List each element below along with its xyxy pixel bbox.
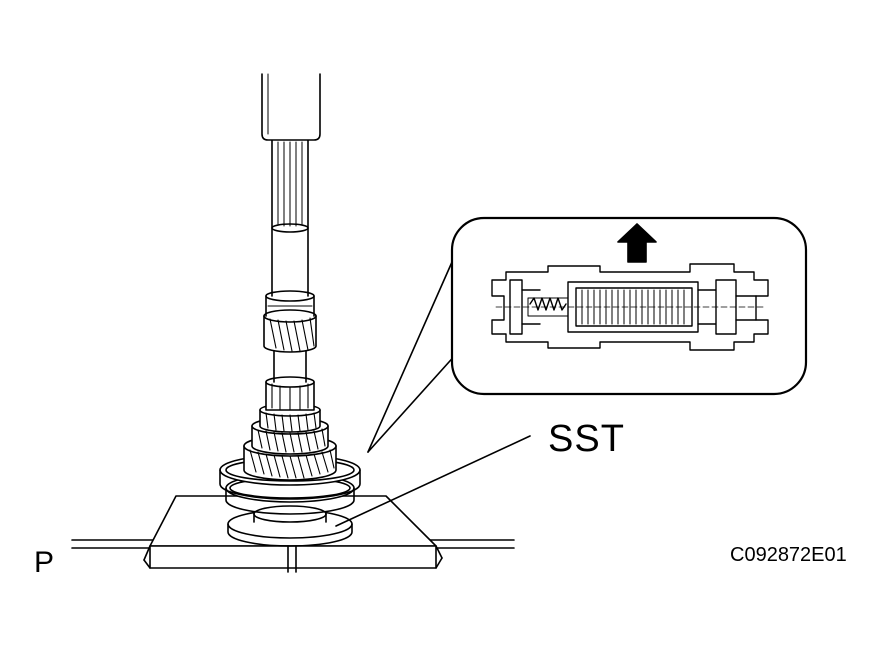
shaft (261, 73, 321, 383)
cross-section (491, 263, 769, 351)
sst-label: SST (548, 418, 625, 460)
figure-code: C092872E01 (730, 544, 847, 566)
sst-leader (335, 435, 531, 527)
sst-tool (227, 505, 353, 547)
callout-leader (367, 261, 459, 453)
view-label-p: P (34, 546, 55, 579)
splined-hub (265, 376, 315, 411)
detail-inset (450, 216, 808, 396)
gear-cluster (243, 403, 337, 481)
up-arrow-icon (617, 223, 657, 263)
